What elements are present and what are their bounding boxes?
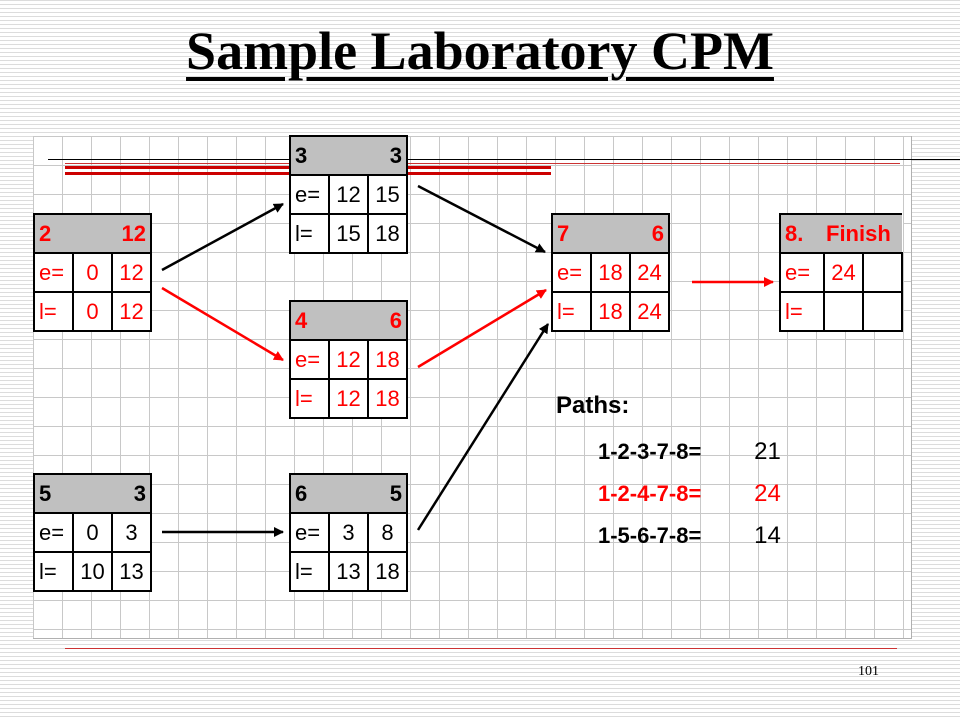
activity-node-4: 4 6 e= 12 18 l= 12 18 — [289, 300, 408, 419]
path-sequence: 1-5-6-7-8= — [598, 523, 702, 548]
late-finish: 18 — [367, 551, 408, 592]
early-label: e= — [551, 252, 592, 293]
arrow-3-to-7 — [417, 184, 546, 254]
red-rule — [65, 163, 900, 164]
path-duration: 14 — [754, 522, 781, 549]
node-id: 6 — [289, 473, 329, 514]
late-start: 15 — [328, 213, 369, 254]
late-finish — [862, 291, 903, 332]
early-finish: 3 — [111, 512, 152, 553]
early-finish: 24 — [629, 252, 670, 293]
late-start: 18 — [590, 291, 631, 332]
path-sequence: 1-2-4-7-8= — [598, 481, 702, 506]
activity-node-5: 5 3 e= 0 3 l= 10 13 — [33, 473, 152, 592]
early-label: e= — [33, 252, 74, 293]
path-row: 1-5-6-7-8= 14 — [598, 522, 781, 550]
paths-heading: Paths: — [556, 392, 630, 419]
early-finish: 18 — [367, 339, 408, 380]
late-finish: 18 — [367, 378, 408, 419]
node-duration: 3 — [112, 473, 152, 514]
late-finish: 24 — [629, 291, 670, 332]
early-start: 18 — [590, 252, 631, 293]
grid-background — [33, 136, 912, 639]
early-start: 24 — [823, 252, 864, 293]
finish-node-clip: 8. Finish e= 24 l= — [779, 213, 911, 348]
arrow-2-to-4 — [161, 286, 284, 362]
early-label: e= — [33, 512, 74, 553]
early-start: 12 — [328, 339, 369, 380]
early-finish: 15 — [367, 174, 408, 215]
late-start: 10 — [72, 551, 113, 592]
early-start: 3 — [328, 512, 369, 553]
node-duration: 6 — [630, 213, 670, 254]
late-label: l= — [779, 291, 825, 332]
early-label: e= — [289, 512, 330, 553]
node-duration: 5 — [368, 473, 408, 514]
bottom-red-rule — [65, 648, 897, 649]
arrow-2-to-3 — [161, 202, 284, 272]
node-id: 2 — [33, 213, 73, 254]
divider-line — [48, 159, 960, 160]
path-row-critical: 1-2-4-7-8= 24 — [598, 480, 781, 508]
early-finish: 8 — [367, 512, 408, 553]
activity-node-7: 7 6 e= 18 24 l= 18 24 — [551, 213, 670, 332]
late-start — [823, 291, 864, 332]
late-label: l= — [289, 551, 330, 592]
early-start: 0 — [72, 252, 113, 293]
early-start: 12 — [328, 174, 369, 215]
node-duration: 6 — [368, 300, 408, 341]
late-label: l= — [289, 378, 330, 419]
node-duration: 3 — [368, 135, 408, 176]
late-label: l= — [289, 213, 330, 254]
late-finish: 12 — [111, 291, 152, 332]
path-duration: 24 — [754, 480, 781, 507]
late-start: 0 — [72, 291, 113, 332]
early-finish — [862, 252, 903, 293]
activity-node-3: 3 3 e= 12 15 l= 15 18 — [289, 135, 408, 254]
node-id: 3 — [289, 135, 329, 176]
page-number: 101 — [858, 664, 879, 679]
early-start: 0 — [72, 512, 113, 553]
path-sequence: 1-2-3-7-8= — [598, 439, 702, 464]
node-id: 8. — [779, 213, 824, 254]
node-duration: 12 — [112, 213, 152, 254]
slide-title: Sample Laboratory CPM — [186, 21, 774, 81]
finish-label: Finish — [824, 213, 902, 254]
late-label: l= — [551, 291, 592, 332]
late-finish: 13 — [111, 551, 152, 592]
activity-node-8-finish: 8. Finish e= 24 l= — [779, 213, 903, 332]
late-finish: 18 — [367, 213, 408, 254]
arrow-6-to-7 — [416, 323, 550, 531]
early-label: e= — [289, 174, 330, 215]
late-label: l= — [33, 551, 74, 592]
path-row: 1-2-3-7-8= 21 — [598, 438, 781, 466]
arrow-4-to-7 — [417, 288, 547, 369]
node-id: 5 — [33, 473, 73, 514]
early-label: e= — [779, 252, 825, 293]
path-duration: 21 — [754, 438, 781, 465]
activity-node-6: 6 5 e= 3 8 l= 13 18 — [289, 473, 408, 592]
early-finish: 12 — [111, 252, 152, 293]
late-start: 12 — [328, 378, 369, 419]
late-start: 13 — [328, 551, 369, 592]
node-id: 7 — [551, 213, 591, 254]
early-label: e= — [289, 339, 330, 380]
late-label: l= — [33, 291, 74, 332]
node-id: 4 — [289, 300, 329, 341]
activity-node-2: 2 12 e= 0 12 l= 0 12 — [33, 213, 152, 332]
